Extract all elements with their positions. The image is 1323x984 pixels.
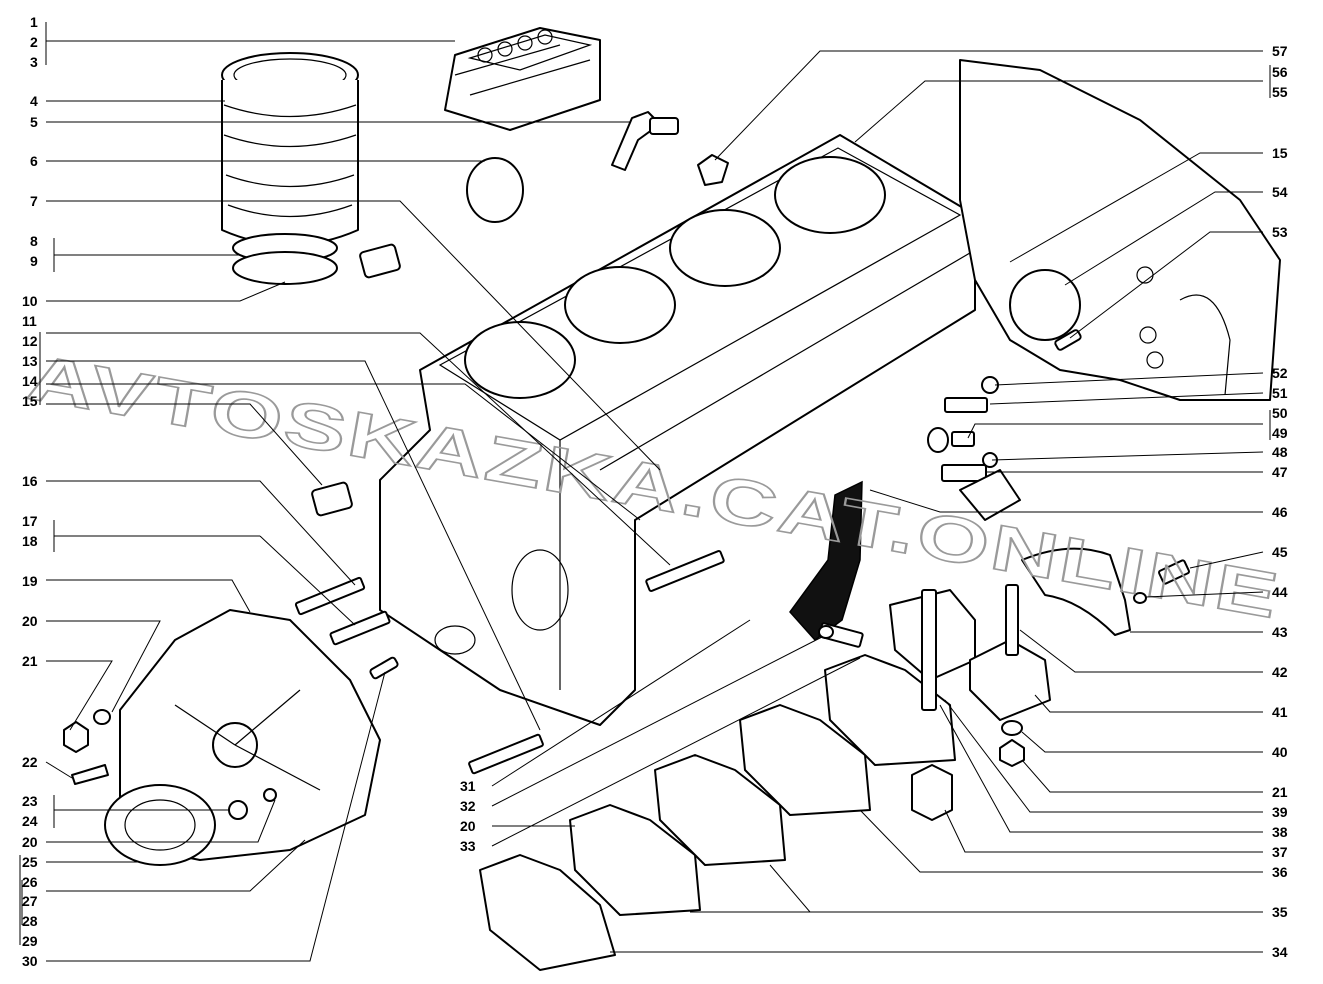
callout-left: 15 (22, 393, 38, 409)
callout-right: 53 (1272, 224, 1288, 240)
callout-left: 5 (30, 114, 38, 130)
core-plug (466, 157, 524, 223)
callout-right: 44 (1272, 584, 1288, 600)
cylinder-liner (221, 52, 359, 246)
callout-right: 42 (1272, 664, 1288, 680)
callout-right: 35 (1272, 904, 1288, 920)
callout-left: 1 (30, 14, 38, 30)
callout-bottom: 31 (460, 778, 476, 794)
parts-artwork (63, 27, 1281, 971)
callout-left: 8 (30, 233, 38, 249)
callout-right: 55 (1272, 84, 1288, 100)
front-cover (104, 609, 381, 866)
callout-left: 27 (22, 893, 38, 909)
cover-fasteners (63, 709, 111, 785)
callout-left: 9 (30, 253, 38, 269)
callout-right: 38 (1272, 824, 1288, 840)
callout-right: 36 (1272, 864, 1288, 880)
callout-right: 52 (1272, 365, 1288, 381)
callout-left: 26 (22, 874, 38, 890)
callout-right: 45 (1272, 544, 1288, 560)
callout-left: 20 (22, 834, 38, 850)
o-rings (232, 233, 338, 285)
callout-left: 21 (22, 653, 38, 669)
callout-right: 54 (1272, 184, 1288, 200)
callout-left: 25 (22, 854, 38, 870)
callout-right: 46 (1272, 504, 1288, 520)
cap-57 (697, 154, 729, 186)
callout-left: 13 (22, 353, 38, 369)
callout-left: 18 (22, 533, 38, 549)
callout-left: 22 (22, 754, 38, 770)
callout-left: 23 (22, 793, 38, 809)
callout-left: 30 (22, 953, 38, 969)
callout-right: 21 (1272, 784, 1288, 800)
callout-left: 3 (30, 54, 38, 70)
callout-right: 57 (1272, 43, 1288, 59)
callout-left: 28 (22, 913, 38, 929)
callout-right: 48 (1272, 444, 1288, 460)
callout-left: 6 (30, 153, 38, 169)
callout-left: 29 (22, 933, 38, 949)
callout-left: 11 (22, 313, 37, 329)
callout-right: 37 (1272, 844, 1288, 860)
sensor (611, 111, 679, 171)
callout-left: 2 (30, 34, 38, 50)
small-fasteners (927, 376, 1021, 521)
callout-right: 34 (1272, 944, 1288, 960)
studs-and-nuts (818, 584, 1025, 821)
callout-bottom: 32 (460, 798, 476, 814)
engine-block-thumbnail (444, 27, 601, 131)
callout-left: 14 (22, 373, 38, 389)
callout-right: 15 (1272, 145, 1288, 161)
callout-left: 20 (22, 613, 38, 629)
callout-numbers: 1 2 3 4 5 6 7 8 9 10 11 12 13 14 15 16 1… (22, 14, 1288, 969)
leader-lines (19, 22, 1271, 962)
callout-left: 7 (30, 193, 38, 209)
seal-holder (1021, 547, 1190, 636)
callout-left: 16 (22, 473, 38, 489)
callout-bottom: 33 (460, 838, 476, 854)
callout-left: 4 (30, 93, 38, 109)
callout-left: 12 (22, 333, 38, 349)
callout-bottom: 20 (460, 818, 476, 834)
callout-right: 51 (1272, 385, 1288, 401)
callout-right: 49 (1272, 425, 1288, 441)
callout-right: 40 (1272, 744, 1288, 760)
callout-right: 39 (1272, 804, 1288, 820)
callout-right: 50 (1272, 405, 1288, 421)
clutch-housing (959, 59, 1281, 401)
callout-left: 24 (22, 813, 38, 829)
callout-right: 41 (1272, 704, 1288, 720)
callout-left: 10 (22, 293, 38, 309)
callout-left: 17 (22, 513, 38, 529)
callout-left: 19 (22, 573, 38, 589)
callout-right: 43 (1272, 624, 1288, 640)
callout-right: 56 (1272, 64, 1288, 80)
cylinder-block (379, 134, 976, 726)
studs (294, 550, 725, 775)
callout-right: 47 (1272, 464, 1288, 480)
